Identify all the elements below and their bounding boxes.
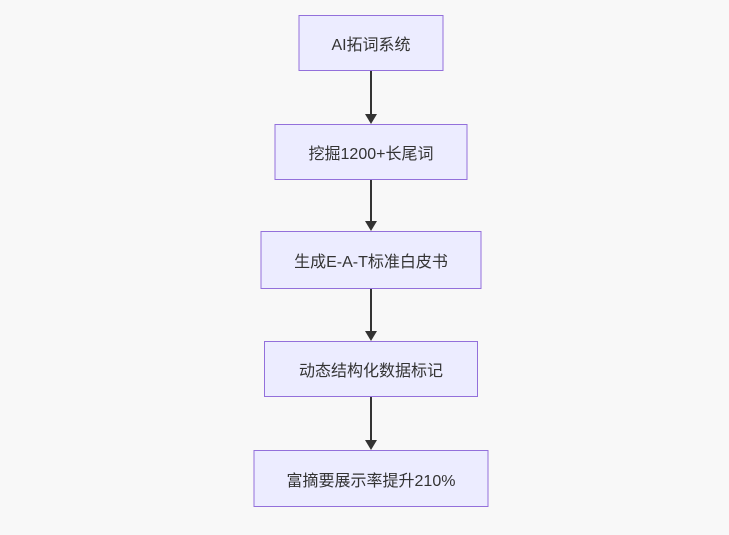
flow-node-label: 生成E-A-T标准白皮书 (294, 254, 448, 271)
arrow-shaft (370, 397, 372, 440)
flow-arrow-n4-n5 (365, 397, 377, 450)
arrow-shaft (370, 289, 372, 331)
arrow-shaft (370, 71, 372, 114)
flow-arrow-n2-n3 (365, 180, 377, 231)
flow-node-structured-data-markup: 动态结构化数据标记 (264, 341, 478, 397)
flow-arrow-n1-n2 (365, 71, 377, 124)
arrowhead-down-icon (365, 114, 377, 124)
arrowhead-down-icon (365, 221, 377, 231)
flow-node-label: 动态结构化数据标记 (298, 363, 443, 380)
arrowhead-down-icon (365, 440, 377, 450)
flow-node-label: 富摘要展示率提升210% (286, 472, 456, 490)
flow-node-label: 挖掘1200+长尾词 (308, 146, 434, 163)
flow-node-ai-word-expansion: AI拓词系统 (298, 15, 444, 71)
arrow-shaft (370, 180, 372, 221)
flow-node-eat-whitepaper: 生成E-A-T标准白皮书 (260, 231, 482, 289)
flow-node-longtail-mining: 挖掘1200+长尾词 (274, 124, 468, 180)
arrowhead-down-icon (365, 331, 377, 341)
flow-node-label: AI拓词系统 (331, 37, 411, 54)
flow-arrow-n3-n4 (365, 289, 377, 341)
flow-node-rich-snippet-result: 富摘要展示率提升210% (253, 450, 489, 507)
